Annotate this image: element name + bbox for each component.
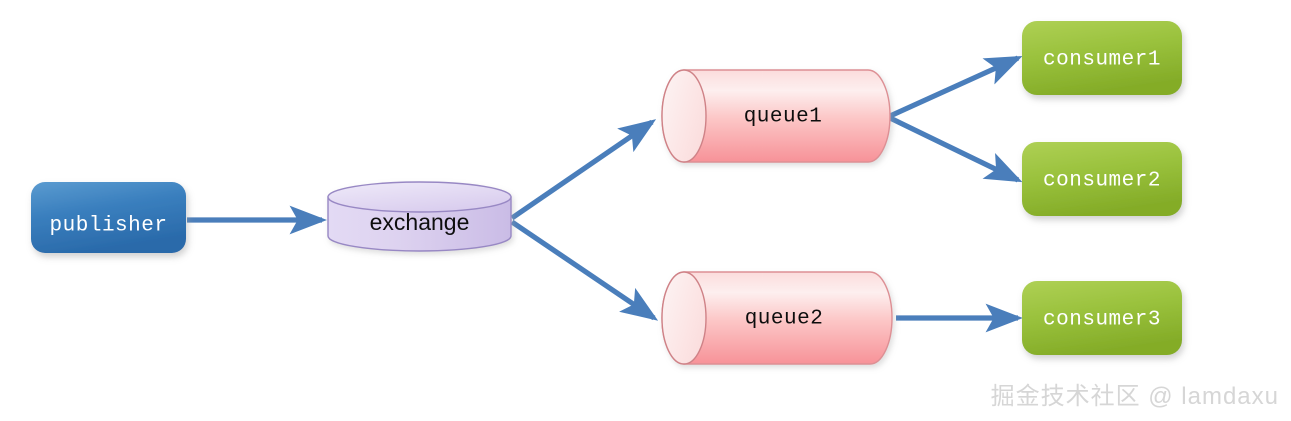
- consumer1-label: consumer1: [1043, 49, 1161, 72]
- queue2-left-cap: [661, 271, 707, 365]
- edge-exchange-to-queue1: [510, 119, 657, 221]
- queue1-left-cap: [661, 69, 707, 163]
- consumer3-label: consumer3: [1043, 309, 1161, 332]
- edge-queue1-to-consumer1: [888, 55, 1023, 119]
- consumer2-label: consumer2: [1043, 170, 1161, 193]
- queue1-label: queue1: [744, 106, 823, 129]
- node-queue1[interactable]: queue1: [661, 69, 891, 163]
- node-consumer2[interactable]: consumer2: [1022, 142, 1182, 216]
- node-exchange[interactable]: exchange: [327, 181, 512, 252]
- publisher-label: publisher: [50, 215, 168, 238]
- queue2-label: queue2: [745, 308, 824, 331]
- node-queue2[interactable]: queue2: [661, 271, 893, 365]
- node-consumer3[interactable]: consumer3: [1022, 281, 1182, 355]
- consumer1-box[interactable]: [1022, 21, 1182, 95]
- node-publisher[interactable]: publisher: [31, 182, 186, 253]
- node-consumer1[interactable]: consumer1: [1022, 21, 1182, 95]
- exchange-top-ellipse: [327, 181, 512, 213]
- edge-queue1-to-consumer2: [888, 115, 1023, 183]
- publisher-box[interactable]: [31, 182, 186, 253]
- exchange-label: exchange: [370, 209, 470, 235]
- edge-layer: [187, 55, 1023, 333]
- consumer2-box[interactable]: [1022, 142, 1182, 216]
- watermark: 掘金技术社区 @ lamdaxu: [991, 383, 1279, 410]
- edge-exchange-to-queue2: [510, 219, 659, 321]
- consumer3-box[interactable]: [1022, 281, 1182, 355]
